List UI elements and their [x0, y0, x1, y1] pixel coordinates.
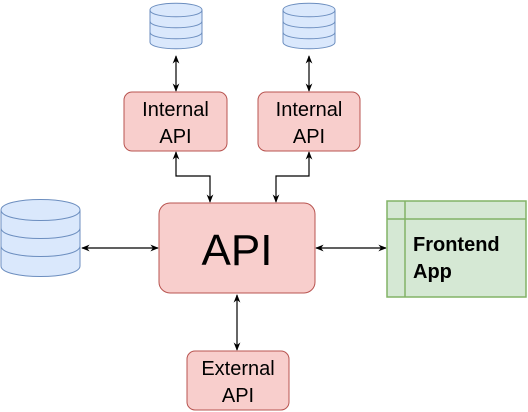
connector-internal-api-right-to-api — [272, 151, 313, 203]
internal-api-left-label-line2: API — [159, 126, 191, 148]
connector-internal-api-left-to-api — [172, 151, 214, 203]
external-api-label-line1: External — [201, 358, 274, 380]
api-node: API — [158, 202, 316, 294]
internal-api-left-label-line1: Internal — [142, 99, 209, 121]
internal-api-right-label-line2: API — [293, 126, 325, 148]
database-top-left-icon — [149, 2, 203, 50]
database-left-icon — [0, 199, 81, 277]
frontend-app-node: Frontend App — [386, 200, 527, 298]
database-top-right-icon — [282, 2, 336, 50]
api-label: API — [202, 226, 273, 275]
external-api-label-line2: API — [222, 385, 254, 407]
frontend-app-label-line1: Frontend — [413, 234, 500, 256]
connectors — [81, 55, 387, 351]
frontend-app-label-line2: App — [413, 261, 452, 283]
internal-api-left-node: Internal API — [123, 91, 228, 152]
internal-api-right-node: Internal API — [257, 91, 361, 152]
external-api-node: External API — [186, 350, 290, 411]
internal-api-right-label-line1: Internal — [276, 99, 343, 121]
